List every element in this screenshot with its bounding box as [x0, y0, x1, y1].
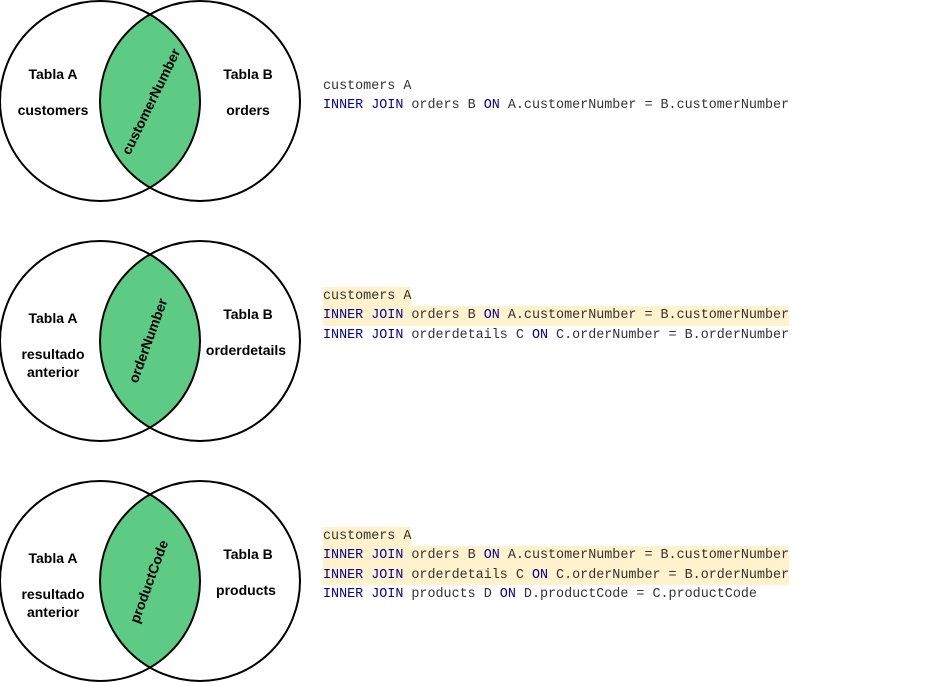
sql-keyword: ON — [499, 586, 516, 602]
sql-text: orders B — [403, 308, 484, 324]
sql-keyword: ON — [483, 308, 500, 324]
sql-line-text: customers A — [323, 79, 411, 94]
sql-text: A.customerNumber = B.customerNumber — [499, 98, 790, 114]
venn-diagram-3: Tabla A resultado anterior Tabla B produ… — [0, 480, 301, 682]
table-a-name-line-1: resultado — [21, 586, 84, 602]
circle-table-b — [99, 240, 301, 442]
sql-keyword: INNER JOIN — [323, 567, 404, 583]
table-b-title: Tabla B — [223, 66, 273, 82]
circle-table-b — [99, 0, 301, 202]
table-b-title: Tabla B — [223, 306, 273, 322]
sql-snippet-1: customers A INNER JOIN orders B ON A.cust… — [323, 77, 789, 116]
sql-line: INNER JOIN orders B ON A.customerNumber … — [323, 96, 789, 115]
sql-text: customers A — [323, 79, 412, 94]
sql-line: INNER JOIN orderdetails C ON C.orderNumb… — [323, 326, 789, 345]
table-b-title: Tabla B — [223, 546, 273, 562]
sql-snippet-3: customers A INNER JOIN orders B ON A.cust… — [323, 527, 790, 604]
sql-keyword: INNER JOIN — [323, 548, 404, 564]
sql-text: orderdetails C — [403, 567, 532, 583]
table-b-name: products — [216, 582, 276, 598]
sql-keyword: ON — [483, 98, 500, 114]
table-a-title: Tabla A — [28, 66, 77, 82]
sql-line-text: INNER JOIN products D ON D.productCode =… — [323, 587, 757, 602]
sql-keyword: INNER JOIN — [323, 586, 404, 602]
circle-table-a — [0, 240, 201, 442]
table-a-name-line-1: resultado — [21, 346, 84, 362]
table-a-title: Tabla A — [28, 310, 77, 326]
sql-text: A.customerNumber = B.customerNumber — [499, 308, 790, 324]
sql-keyword: ON — [483, 548, 500, 564]
sql-line: INNER JOIN orders B ON A.customerNumber … — [323, 546, 790, 566]
sql-keyword: ON — [531, 567, 549, 583]
sql-line: customers A — [323, 287, 789, 307]
sql-text: orders B — [403, 98, 484, 114]
circle-table-a — [0, 0, 201, 202]
sql-line-highlight: INNER JOIN orderdetails C ON C.orderNumb… — [323, 565, 790, 585]
sql-line-highlight: customers A — [323, 287, 412, 307]
sql-text: C.orderNumber = B.orderNumber — [548, 327, 790, 343]
sql-line-highlight: INNER JOIN orders B ON A.customerNumber … — [323, 306, 790, 326]
sql-text: orders B — [403, 548, 484, 564]
sql-keyword: INNER JOIN — [323, 98, 404, 114]
sql-text: customers A — [323, 529, 412, 544]
sql-line-highlight: INNER JOIN orders B ON A.customerNumber … — [323, 546, 790, 566]
sql-keyword: INNER JOIN — [323, 308, 404, 324]
sql-snippet-2: customers A INNER JOIN orders B ON A.cust… — [323, 287, 790, 345]
sql-line: customers A — [323, 527, 789, 547]
table-a-name-line-2: anterior — [27, 364, 80, 380]
table-b-name: orderdetails — [206, 342, 286, 358]
sql-text: products D — [403, 586, 500, 602]
sql-line: INNER JOIN orders B ON A.customerNumber … — [323, 306, 790, 326]
table-a-title: Tabla A — [28, 550, 77, 566]
venn-diagram-1: Tabla A customers Tabla B orders custome… — [0, 0, 301, 202]
sql-text: orderdetails C — [403, 327, 532, 343]
sql-keyword: ON — [531, 327, 549, 343]
table-a-name-line-2: anterior — [27, 604, 80, 620]
table-a-name: customers — [18, 102, 89, 118]
intersection-area — [100, 14, 200, 187]
sql-line: customers A — [323, 77, 789, 96]
circle-table-a — [0, 480, 201, 682]
sql-text: C.orderNumber = B.orderNumber — [548, 567, 790, 583]
sql-text: customers A — [323, 289, 412, 304]
intersection-area — [100, 254, 200, 427]
sql-keyword: INNER JOIN — [323, 327, 404, 343]
sql-line: INNER JOIN orderdetails C ON C.orderNumb… — [323, 565, 790, 585]
sql-line-highlight: customers A — [323, 527, 412, 547]
sql-text: A.customerNumber = B.customerNumber — [499, 548, 790, 564]
sql-line-text: INNER JOIN orderdetails C ON C.orderNumb… — [323, 328, 789, 343]
table-b-name: orders — [226, 102, 270, 118]
sql-line-text: INNER JOIN orders B ON A.customerNumber … — [323, 98, 789, 113]
sql-line: INNER JOIN products D ON D.productCode =… — [323, 585, 789, 604]
circle-table-b — [99, 480, 301, 682]
sql-text: D.productCode = C.productCode — [515, 586, 757, 602]
venn-diagram-2: Tabla A resultado anterior Tabla B order… — [0, 240, 301, 442]
intersection-area — [100, 494, 200, 667]
